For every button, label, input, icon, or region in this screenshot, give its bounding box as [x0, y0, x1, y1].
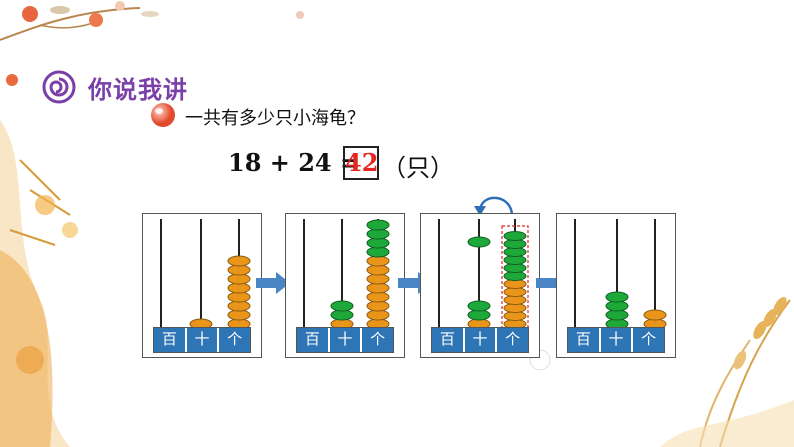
equation: 18 + 24 =: [228, 148, 361, 177]
place-value-labels: 百 十 个: [431, 327, 529, 353]
ball-icon: [151, 103, 175, 127]
place-value-labels: 百 十 个: [567, 327, 665, 353]
label-ones: 个: [219, 328, 251, 352]
label-tens: 十: [329, 328, 363, 352]
abacus-1: 百 十 个: [142, 213, 262, 358]
place-value-labels: 百 十 个: [296, 327, 394, 353]
arrow-right-icon: [256, 272, 290, 294]
place-value-labels: 百 十 个: [153, 327, 251, 353]
label-tens: 十: [464, 328, 498, 352]
carry-arrow-icon: [474, 196, 514, 217]
abacus-3: 百 十 个: [420, 213, 540, 358]
question-text: 一共有多少只小海龟？: [185, 108, 365, 129]
label-hundreds: 百: [568, 328, 601, 352]
abacus-4: 百 十 个: [556, 213, 676, 358]
label-hundreds: 百: [297, 328, 330, 352]
label-ones: 个: [362, 328, 394, 352]
answer-box: 42: [343, 146, 379, 180]
label-ones: 个: [633, 328, 665, 352]
unit-label: （只）: [382, 154, 454, 182]
label-hundreds: 百: [154, 328, 187, 352]
label-hundreds: 百: [432, 328, 465, 352]
section-title: 你说我讲: [88, 76, 188, 104]
label-ones: 个: [497, 328, 529, 352]
label-tens: 十: [186, 328, 220, 352]
label-tens: 十: [600, 328, 634, 352]
spiral-icon: [42, 70, 76, 104]
abacus-2: 百 十 个: [285, 213, 405, 358]
